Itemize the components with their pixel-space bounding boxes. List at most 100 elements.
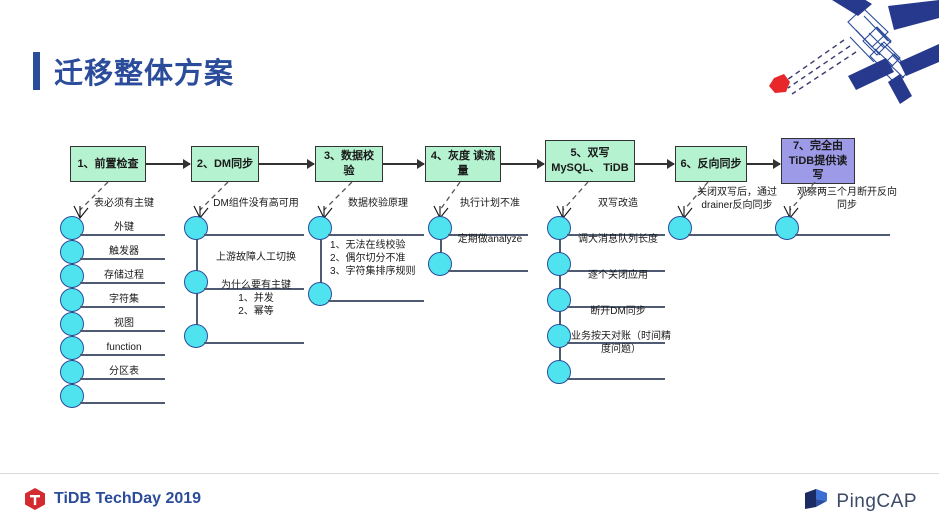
- bullet-label: 观察两三个月断开反向 同步: [797, 187, 897, 211]
- bullet-rule: [688, 234, 778, 236]
- pingcap-brand-label: PingCAP: [836, 490, 917, 512]
- flow-node-5-label: 5、双写: [570, 147, 610, 160]
- bullet-label: 字符集: [109, 294, 139, 305]
- bullet-dot: [308, 216, 332, 240]
- bullet-rule: [80, 330, 165, 332]
- bullet-dot: [184, 216, 208, 240]
- bullet-dot: [428, 216, 452, 240]
- flow-node-6[interactable]: 6、反向同步: [675, 146, 747, 182]
- bullet-dot: [428, 252, 452, 276]
- column-4-stem: [440, 228, 442, 264]
- bullet-rule: [567, 234, 665, 236]
- bullet-dot: [547, 252, 571, 276]
- bullet-rule: [80, 258, 165, 260]
- bullet-rule: [448, 270, 528, 272]
- page-title: 迁移整体方案: [33, 50, 234, 92]
- bullet-rule: [80, 402, 165, 404]
- bullet-label: 调大消息队列长度: [578, 234, 658, 245]
- bullet-dot: [60, 384, 84, 408]
- bullet-label: 分区表: [109, 366, 139, 377]
- pingcap-logo-icon: [803, 487, 829, 516]
- bullet-rule: [204, 288, 304, 290]
- bullet-dot: [547, 288, 571, 312]
- bullet-label: 关闭双写后，通过 drainer反向同步: [697, 187, 777, 211]
- flow-node-5[interactable]: 5、双写 MySQL、 TiDB: [545, 140, 635, 182]
- flow-arrow-4-5: [501, 163, 544, 165]
- footer-divider: [0, 473, 939, 474]
- flow-arrow-1-2: [146, 163, 190, 165]
- bullet-label: 双写改造: [598, 198, 638, 209]
- bullet-label: 定期做analyze: [457, 234, 523, 245]
- flow-node-2-label: 2、DM同步: [196, 157, 254, 170]
- bullet-rule: [80, 378, 165, 380]
- bullet-dot: [547, 360, 571, 384]
- bullet-dot: [184, 270, 208, 294]
- flow-arrow-5-6: [635, 163, 674, 165]
- bullet-label: 1、无法在线校验 2、偶尔切分不准 3、字符集排序规则: [330, 240, 416, 277]
- bullet-dot: [60, 288, 84, 312]
- flow-node-7[interactable]: 7、完全由 TiDB提供读写: [781, 138, 855, 184]
- bullet-label: 视图: [114, 318, 134, 329]
- flow-node-2[interactable]: 2、DM同步: [191, 146, 259, 182]
- bullet-rule: [567, 378, 665, 380]
- bullet-label: 存储过程: [104, 270, 144, 281]
- bullet-rule: [204, 234, 304, 236]
- bullet-dot: [60, 360, 84, 384]
- bullet-dot: [60, 336, 84, 360]
- flow-arrow-2-3: [259, 163, 314, 165]
- flow-node-4-label: 4、灰度 读流量: [430, 150, 496, 177]
- bullet-dot: [60, 216, 84, 240]
- flow-arrow-6-7: [747, 163, 780, 165]
- bullet-rule: [567, 270, 665, 272]
- bullet-rule: [204, 342, 304, 344]
- flow-node-3[interactable]: 3、数据校验: [315, 146, 383, 182]
- bullet-dot: [775, 216, 799, 240]
- bullet-dot: [547, 216, 571, 240]
- bullet-dot: [60, 240, 84, 264]
- title-accent-bar: [33, 52, 40, 90]
- bullet-rule: [328, 234, 424, 236]
- flow-node-3-label: 3、数据校验: [323, 150, 375, 177]
- bullet-rule: [80, 306, 165, 308]
- flow-node-5-sublabel: MySQL、 TiDB: [551, 162, 629, 174]
- flow-node-6-label: 6、反向同步: [680, 157, 742, 170]
- title-text: 迁移整体方案: [54, 58, 235, 90]
- bullet-rule: [80, 234, 165, 236]
- bullet-label: 逐个关闭应用: [588, 270, 648, 281]
- bullet-label: 表必须有主键: [94, 198, 154, 209]
- techday-brand-label: TiDB TechDay 2019: [54, 490, 202, 507]
- bullet-label: 执行计划不准: [460, 198, 520, 209]
- bullet-dot: [547, 324, 571, 348]
- bullet-label: 上游故障人工切换: [216, 252, 296, 263]
- bullet-label: 为什么要有主键 1、并发 2、幂等: [221, 280, 291, 317]
- tidb-logo-icon: [24, 487, 46, 511]
- bullet-rule: [80, 282, 165, 284]
- bullet-rule: [448, 234, 528, 236]
- bullet-rule: [80, 354, 165, 356]
- bullet-label: 断开DM同步: [590, 306, 646, 317]
- column-3-stem: [320, 228, 322, 294]
- bullet-dot: [668, 216, 692, 240]
- flow-arrow-3-4: [383, 163, 424, 165]
- flow-node-4[interactable]: 4、灰度 读流量: [425, 146, 501, 182]
- bullet-rule: [567, 306, 665, 308]
- bullet-rule: [328, 300, 424, 302]
- flow-node-1[interactable]: 1、前置检查: [70, 146, 146, 182]
- bullet-label: 数据校验原理: [348, 198, 408, 209]
- flow-node-7-label: 7、完全由: [792, 139, 844, 152]
- bullet-rule: [567, 342, 665, 344]
- satellite-decoration-icon: [760, 0, 939, 122]
- techday-brand: TiDB TechDay 2019: [24, 487, 201, 511]
- bullet-dot: [60, 264, 84, 288]
- bullet-label: function: [106, 342, 142, 353]
- bullet-label: 业务按天对账（时间精 度问题）: [571, 331, 671, 355]
- bullet-label: 触发器: [109, 246, 139, 257]
- bullet-dot: [184, 324, 208, 348]
- flow-node-1-label: 1、前置检查: [77, 157, 139, 170]
- bullet-dot: [60, 312, 84, 336]
- flow-node-7-sublabel: TiDB提供读写: [788, 154, 848, 182]
- bullet-label: 外键: [114, 222, 134, 233]
- bullet-label: DM组件没有高可用: [213, 198, 299, 209]
